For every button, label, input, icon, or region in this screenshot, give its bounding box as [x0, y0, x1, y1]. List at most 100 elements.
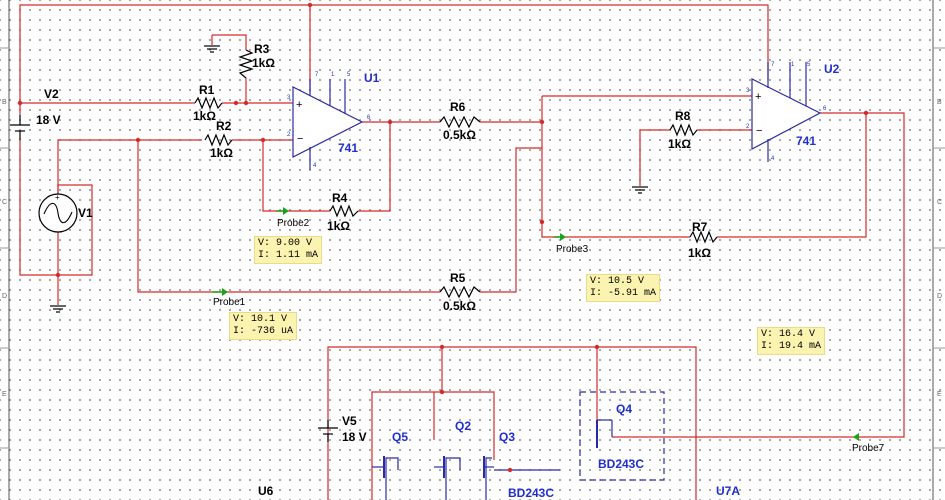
- margin-left-c: C: [2, 199, 7, 206]
- u6-label: U6: [258, 484, 274, 498]
- blue-wires: [385, 419, 613, 500]
- resistor-r3[interactable]: R3 1kΩ: [238, 42, 275, 79]
- v5-value: 18 V: [342, 430, 367, 444]
- r8-value: 1kΩ: [668, 137, 691, 151]
- margin-left-e: E: [2, 391, 7, 398]
- u1-model: 741: [338, 141, 358, 155]
- ground-v1: [50, 305, 66, 313]
- resistor-r8[interactable]: R8 1kΩ: [668, 109, 698, 151]
- resistor-r6[interactable]: R6 0.5kΩ: [439, 100, 481, 142]
- u1-name: U1: [364, 71, 380, 85]
- u1-pin-2: 2: [287, 132, 291, 138]
- u2-plus: +: [755, 91, 761, 103]
- resistor-r5[interactable]: R5 0.5kΩ: [439, 271, 481, 313]
- resistor-r4[interactable]: R4 1kΩ: [327, 191, 359, 233]
- margin-left-d: D: [2, 293, 7, 300]
- u2-pin-7: 7: [771, 62, 775, 68]
- v2-value: 18 V: [36, 113, 61, 127]
- u2-pin-1: 1: [791, 62, 795, 68]
- resistor-r2[interactable]: R2 1kΩ: [204, 119, 233, 160]
- probe2-readout: V: 9.00 V I: 1.11 mA: [254, 236, 323, 264]
- probe3-marker[interactable]: Probe3: [554, 233, 589, 255]
- probe2-current: I: 1.11 mA: [258, 250, 319, 261]
- probe1-marker[interactable]: Probe1: [212, 288, 246, 308]
- battery-v5[interactable]: V5 18 V: [318, 414, 367, 444]
- q3-model: BD243C: [508, 486, 554, 500]
- opamp-u1[interactable]: + − 7 1 5 3 2 6 4 U1 741: [287, 71, 380, 170]
- ground-r8: [632, 186, 648, 194]
- u7a-label: U7A: [716, 484, 740, 498]
- r6-value: 0.5kΩ: [443, 128, 476, 142]
- r5-name: R5: [450, 271, 466, 285]
- probe3-name: Probe3: [556, 244, 589, 255]
- wires: [19, 4, 905, 500]
- probe3-current: I: -5.91 mA: [590, 288, 657, 299]
- v5-name: V5: [342, 414, 357, 428]
- opamp-u2[interactable]: + − 7 1 5 3 2 6 4 U2 741: [746, 62, 840, 162]
- probe3-voltage: V: 10.5 V: [590, 276, 645, 287]
- probe7-voltage: V: 16.4 V: [761, 329, 816, 340]
- probe2-marker[interactable]: Probe2: [276, 207, 310, 229]
- probe3-readout: V: 10.5 V I: -5.91 mA: [586, 274, 661, 302]
- r6-name: R6: [450, 100, 466, 114]
- battery-v2[interactable]: V2 18 V: [10, 87, 61, 140]
- u2-pin-2: 2: [746, 124, 750, 130]
- probe1-name: Probe1: [213, 297, 246, 308]
- probe2-name: Probe2: [277, 218, 310, 229]
- u1-pin-3: 3: [287, 95, 291, 101]
- u2-pin-6: 6: [823, 106, 827, 112]
- transistor-q4[interactable]: Q4 BD243C: [579, 391, 665, 481]
- probe7-readout: V: 16.4 V I: 19.4 mA: [757, 327, 826, 355]
- probe1-voltage: V: 10.1 V: [233, 314, 288, 325]
- margin-left-b: B: [2, 99, 7, 106]
- r7-value: 1kΩ: [688, 246, 711, 260]
- r7-name: R7: [692, 220, 708, 234]
- probe2-voltage: V: 9.00 V: [258, 238, 313, 249]
- ac-source-v1[interactable]: + V1: [38, 193, 93, 233]
- margin-right-e: E: [937, 391, 942, 398]
- r8-name: R8: [675, 109, 691, 123]
- u2-model: 741: [796, 134, 816, 148]
- probe7-marker[interactable]: Probe7: [852, 433, 885, 454]
- margin-right-c: C: [937, 199, 942, 206]
- r1-value: 1kΩ: [193, 109, 216, 123]
- junctions: [17, 2, 869, 473]
- u1-pin-6: 6: [367, 115, 371, 121]
- u2-pin-5: 5: [807, 62, 811, 68]
- r3-name: R3: [254, 42, 270, 56]
- q4-name: Q4: [616, 402, 632, 416]
- r3-value: 1kΩ: [252, 56, 275, 70]
- resistor-r1[interactable]: R1 1kΩ: [193, 83, 223, 123]
- transistor-q5[interactable]: Q5: [372, 430, 408, 478]
- q3-name: Q3: [499, 430, 515, 444]
- u1-plus: +: [296, 99, 302, 111]
- probe1-current: I: -736 uA: [233, 326, 294, 337]
- u2-pin-4: 4: [771, 156, 775, 162]
- v2-name: V2: [44, 87, 59, 101]
- u1-pin-5: 5: [347, 72, 351, 78]
- v1-name: V1: [78, 206, 93, 220]
- v1-plus: +: [55, 193, 60, 202]
- probe1-readout: V: 10.1 V I: -736 uA: [229, 312, 298, 340]
- resistor-r7[interactable]: R7 1kΩ: [688, 220, 718, 260]
- u2-pin-3: 3: [746, 88, 750, 94]
- q4-model: BD243C: [598, 457, 644, 471]
- r2-name: R2: [216, 119, 232, 133]
- transistor-q2[interactable]: Q2: [434, 419, 471, 478]
- u1-pin-7: 7: [315, 72, 319, 78]
- u1-pin-4: 4: [313, 163, 317, 169]
- u1-pin-1: 1: [331, 72, 335, 78]
- q5-name: Q5: [392, 430, 408, 444]
- margin-right-d: D: [937, 293, 942, 300]
- u2-name: U2: [824, 62, 840, 76]
- r5-value: 0.5kΩ: [443, 299, 476, 313]
- u2-minus: −: [756, 125, 762, 137]
- ground-r3: [204, 45, 220, 53]
- u1-minus: −: [297, 133, 303, 145]
- transistor-q3[interactable]: Q3 BD243C: [483, 430, 554, 500]
- r4-value: 1kΩ: [327, 219, 350, 233]
- q2-name: Q2: [455, 419, 471, 433]
